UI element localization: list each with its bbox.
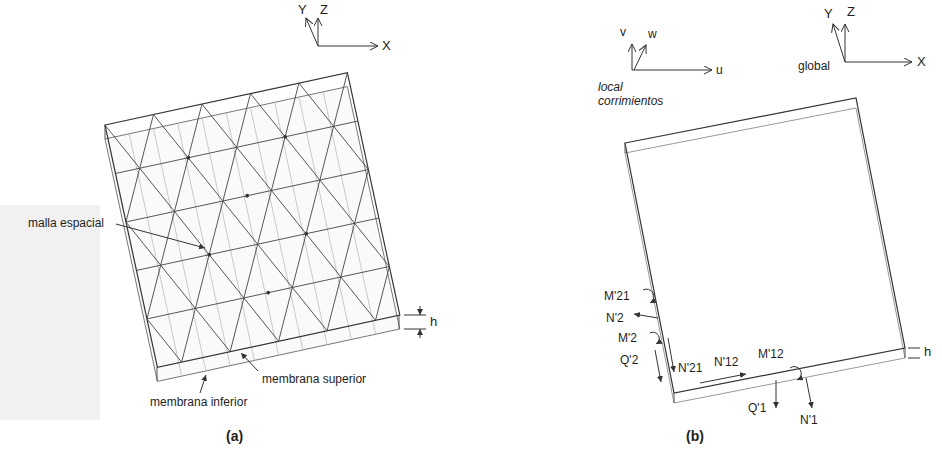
panel-label: (a) (226, 428, 243, 444)
axis-label: Y (298, 2, 307, 18)
local-axes (632, 44, 712, 70)
axis-caption: local corrimientos (598, 80, 673, 108)
global-axes (833, 24, 912, 62)
dimension-label: h (924, 344, 931, 360)
part-label: membrana superior (262, 371, 366, 387)
force-label: N'12 (714, 354, 738, 370)
axis-label: Z (320, 2, 328, 18)
axis-label: Y (824, 6, 833, 22)
axis-label: X (917, 54, 926, 70)
axis-label: X (382, 38, 391, 54)
axis-label: u (716, 62, 723, 78)
global-axes (306, 18, 378, 46)
force-label: M'12 (758, 346, 784, 362)
force-arrows (634, 289, 920, 408)
axis-label: Z (847, 4, 855, 20)
force-label: M'2 (618, 330, 637, 346)
plate-element (625, 98, 905, 403)
force-label: N'21 (678, 360, 702, 376)
force-label: Q'1 (748, 400, 766, 416)
axis-label: w (648, 26, 657, 42)
axis-label: v (620, 24, 626, 40)
force-label: N'2 (606, 310, 624, 326)
panel-label: (b) (686, 428, 704, 444)
force-label: Q'2 (620, 352, 638, 368)
space-frame-mesh (0, 20, 642, 420)
dimension-label: h (430, 314, 437, 330)
force-label: M'21 (604, 288, 630, 304)
axis-caption: global (798, 58, 830, 74)
part-label: membrana inferior (150, 394, 247, 410)
force-label: N'1 (800, 412, 818, 428)
part-label: malla espacial (28, 215, 104, 231)
